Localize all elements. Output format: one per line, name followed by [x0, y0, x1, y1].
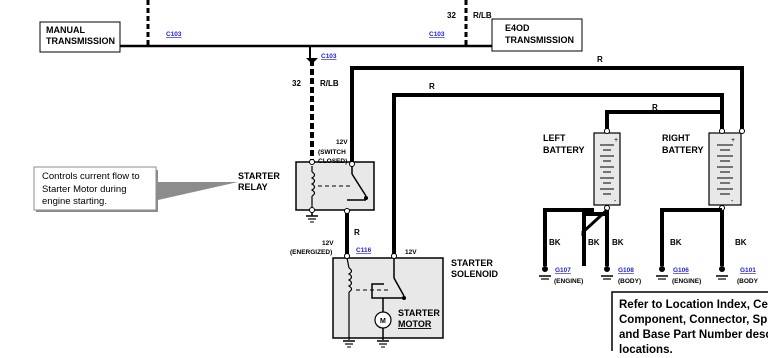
relay-wire-circuit: 32 — [292, 79, 301, 88]
relay-coil-icon — [310, 171, 316, 197]
relay-wire-color: R/LB — [320, 79, 339, 88]
ground-g107-location: (ENGINE) — [554, 278, 583, 285]
r-label-top: R — [597, 55, 603, 64]
energized-label-2: (ENERGIZED) — [290, 249, 332, 256]
starter-solenoid-label-1: STARTER — [451, 258, 493, 268]
note-callout-box — [33, 166, 157, 211]
ground-g108-location: (BODY) — [618, 278, 641, 285]
note-line-1: Controls current flow to — [42, 171, 140, 182]
left-battery-label-1: LEFT — [543, 133, 566, 143]
ground-terminal-g101 — [716, 266, 728, 280]
e4od-transmission-label-2: TRANSMISSION — [505, 35, 574, 45]
starter-relay-label-2: RELAY — [238, 182, 268, 192]
ground-g107-label: G107 — [555, 267, 571, 274]
bk-label-5: BK — [735, 238, 747, 247]
connector-c103-right: C103 — [429, 31, 445, 38]
switch-closed-label-2: (SWITCH — [318, 149, 346, 156]
ground-g106-label: G106 — [673, 267, 689, 274]
solenoid-ground-icon — [343, 340, 355, 348]
ground-terminal-g106 — [656, 266, 668, 280]
r-wire-battery — [605, 110, 720, 130]
connector-c103-center: C103 — [321, 53, 337, 60]
ground-g108-label: G108 — [618, 267, 634, 274]
top-wire-circuit: 32 — [447, 11, 456, 20]
r-wire-top — [350, 66, 744, 162]
svg-text:+: + — [731, 137, 735, 144]
bk-label-2: BK — [588, 238, 600, 247]
manual-transmission-box — [39, 21, 121, 53]
reference-line-2: Component, Connector, Spl — [619, 314, 768, 326]
solenoid-coil-icon — [347, 267, 353, 293]
r-label-mid: R — [429, 82, 435, 91]
right-battery-label-2: BATTERY — [662, 145, 704, 155]
ground-terminal-g107 — [539, 266, 551, 280]
solenoid-12v-label: 12V — [405, 249, 417, 256]
relay-ground-icon — [306, 215, 318, 223]
starter-motor-label-1: STARTER — [398, 308, 440, 318]
ground-terminal-g108 — [601, 266, 613, 280]
top-wire-color: R/LB — [473, 11, 492, 20]
switch-closed-label-1: 12V — [336, 139, 348, 146]
svg-text:-: - — [731, 198, 734, 205]
r-wire-mid — [392, 93, 724, 256]
left-battery-label-2: BATTERY — [543, 145, 585, 155]
energized-label-1: 12V — [322, 240, 334, 247]
bk-label-3: BK — [612, 238, 624, 247]
motor-symbol-label: M — [380, 318, 386, 325]
reference-box — [611, 291, 768, 351]
note-line-3: engine starting. — [42, 196, 107, 207]
reference-line-3: and Base Part Number desc — [619, 329, 768, 341]
motor-ground-icon — [377, 340, 389, 348]
r-label-battery: R — [652, 103, 658, 112]
r-label-relay-out: R — [354, 228, 360, 237]
starter-motor-label-2: MOTOR — [398, 319, 432, 329]
svg-text:+: + — [614, 137, 618, 144]
e4od-transmission-label-1: E4OD — [505, 23, 530, 33]
reference-line-1: Refer to Location Index, Ce — [619, 299, 768, 311]
relay-switch-icon — [351, 173, 367, 197]
e4od-transmission-box — [491, 18, 583, 52]
manual-transmission-label-2: TRANSMISSION — [46, 36, 115, 46]
starter-relay-label-1: STARTER — [238, 171, 280, 181]
starter-solenoid-label-2: SOLENOID — [451, 269, 499, 279]
manual-transmission-label-1: MANUAL — [46, 25, 85, 35]
note-line-2: Starter Motor during — [42, 183, 127, 195]
svg-text:-: - — [614, 198, 617, 205]
ground-g106-location: (ENGINE) — [672, 278, 701, 285]
ground-g101-label: G101 — [740, 267, 756, 274]
c103-connector-symbol — [306, 58, 318, 64]
note-text: Controls current flow to Starter Motor d… — [42, 171, 140, 209]
connector-c116: C116 — [356, 247, 372, 254]
bk-label-4: BK — [670, 238, 682, 247]
connector-c103-left: C103 — [166, 31, 182, 38]
bk-wire-left — [543, 208, 594, 266]
ground-g101-location: (BODY — [737, 278, 759, 285]
bk-label-1: BK — [549, 238, 561, 247]
reference-text: Refer to Location Index, Ce Component, C… — [619, 298, 768, 358]
solenoid-switch-icon — [393, 277, 405, 297]
switch-closed-label-3: CLOSED) — [318, 158, 347, 165]
bk-wire-g106 — [660, 208, 722, 266]
right-battery-label-1: RIGHT — [662, 133, 691, 143]
